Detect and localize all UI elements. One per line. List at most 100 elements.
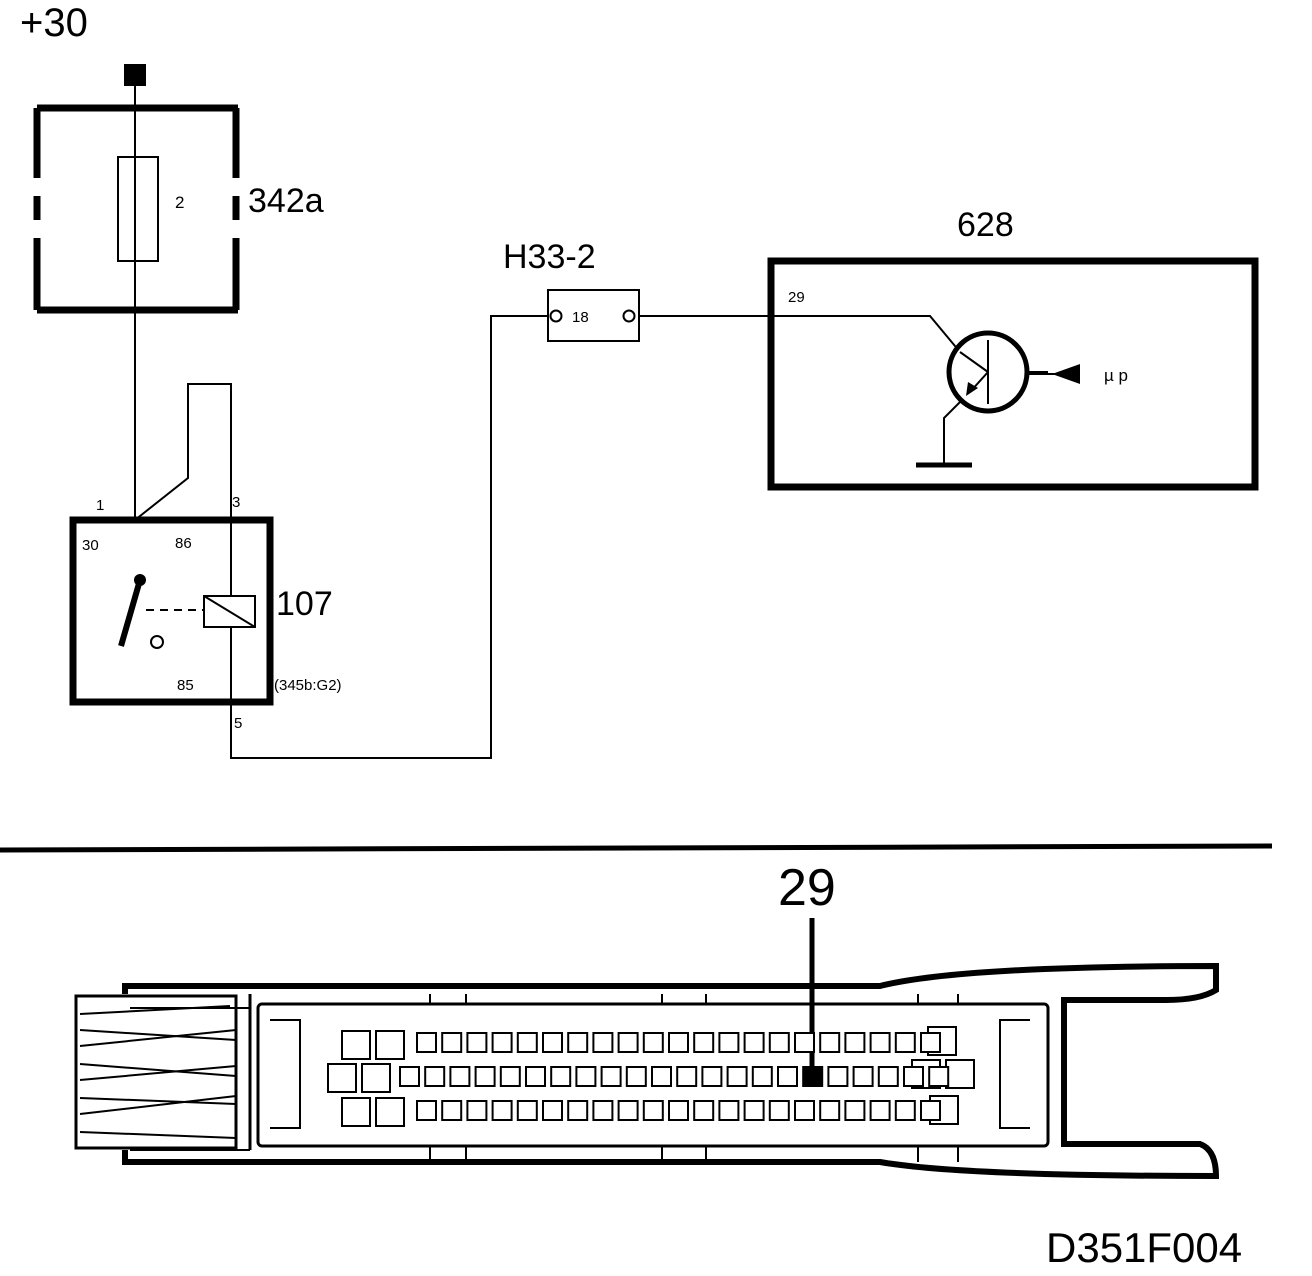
ecu-box (767, 257, 1259, 491)
ecu-connector-housing (74, 962, 1220, 1180)
connector-pin (525, 1066, 546, 1087)
connector-pin (726, 1066, 748, 1087)
connector-pin (751, 1066, 773, 1087)
connector-pin (516, 1100, 538, 1121)
relay-switch-arm (118, 579, 143, 647)
connector-pin-large (375, 1030, 405, 1060)
connector-pin (424, 1066, 446, 1087)
connector-pin (542, 1032, 563, 1053)
connector-pin-left (549, 309, 563, 323)
connector-pin (693, 1032, 715, 1053)
connector-pin (466, 1100, 488, 1121)
ecu-label: 628 (957, 206, 1014, 244)
fuse-element (117, 156, 159, 262)
connector-pin (592, 1100, 614, 1121)
connector-pin (718, 1032, 740, 1053)
connector-pin (441, 1032, 463, 1053)
connector-pin (693, 1100, 715, 1121)
connector-pin (575, 1066, 597, 1087)
connector-pin (642, 1100, 664, 1121)
connector-pin (819, 1032, 841, 1053)
relay-term-85-label: 85 (177, 677, 194, 694)
relay-term-30-label: 30 (82, 537, 99, 554)
relay-label: 107 (276, 585, 333, 623)
connector-pin (894, 1032, 916, 1053)
connector-pin (852, 1066, 874, 1087)
connector-pin (642, 1032, 664, 1053)
fuse-number-label: 2 (175, 193, 184, 212)
supply-label: +30 (20, 1, 88, 45)
connector-pin (416, 1100, 437, 1121)
connector-pin (920, 1032, 941, 1053)
connector-pin (827, 1066, 849, 1087)
connector-pin-large (375, 1097, 405, 1127)
connector-pin-large (341, 1030, 371, 1060)
connector-pin (567, 1032, 589, 1053)
connector-pin (894, 1100, 916, 1121)
connector-pin (516, 1032, 538, 1053)
connector-pin (499, 1066, 521, 1087)
connector-pin (794, 1100, 815, 1121)
signal-arrow-icon (1052, 364, 1080, 384)
connector-pin-large (341, 1097, 371, 1127)
connector-pin (676, 1066, 698, 1087)
connector-pin (474, 1066, 496, 1087)
relay-pin-5-label: 5 (234, 715, 242, 732)
connector-pin (777, 1066, 798, 1087)
ecu-pin-label: 29 (788, 289, 805, 306)
connector-pin (550, 1066, 572, 1087)
connector-pin (416, 1032, 437, 1053)
connector-pin (567, 1100, 589, 1121)
connector-pin (592, 1032, 614, 1053)
connector-pin-grid (327, 1026, 975, 1127)
connector-pin (625, 1066, 647, 1087)
emitter-arrow-icon (966, 382, 978, 396)
connector-pin-large (945, 1059, 975, 1089)
ecu-signal-label: µ p (1104, 366, 1128, 385)
connector-pin (491, 1032, 513, 1053)
connector-pin (718, 1100, 740, 1121)
connector-pin (466, 1032, 488, 1053)
connector-pin (651, 1066, 672, 1087)
connector-pin-large (361, 1063, 391, 1093)
connector-pin (877, 1066, 899, 1087)
connector-pin (743, 1100, 765, 1121)
connector-pin (819, 1100, 841, 1121)
relay-ref-label: (345b:G2) (274, 677, 342, 694)
connector-pin (903, 1066, 924, 1087)
drawing-id-label: D351F004 (1046, 1224, 1242, 1271)
connector-pin (701, 1066, 723, 1087)
connector-view-pin-label: 29 (778, 859, 836, 917)
connector-pin (844, 1100, 866, 1121)
connector-pin (600, 1066, 622, 1087)
connector-pin (617, 1032, 639, 1053)
connector-pin (869, 1032, 891, 1053)
connector-pin (743, 1032, 765, 1053)
section-divider (0, 843, 1273, 853)
connector-pin (794, 1032, 815, 1053)
connector-pin (668, 1032, 689, 1053)
connector-label: H33-2 (503, 238, 596, 276)
connector-pin (768, 1100, 790, 1121)
fuse-box (33, 104, 240, 314)
connector-pin-large (327, 1063, 357, 1093)
relay-box (69, 516, 274, 706)
connector-pin (491, 1100, 513, 1121)
connector-pin-highlighted (802, 1066, 824, 1087)
connector-pin (668, 1100, 689, 1121)
connector-pin (399, 1066, 420, 1087)
connector-pin (928, 1066, 950, 1087)
connector-pin (441, 1100, 463, 1121)
connector-pin (869, 1100, 891, 1121)
connector-pin-label: 18 (572, 309, 589, 326)
supply-terminal (124, 64, 146, 86)
connector-pin (542, 1100, 563, 1121)
relay-term-86-label: 86 (175, 535, 192, 552)
relay-pin-1-label: 1 (96, 497, 104, 514)
connector-pin-right (622, 309, 636, 323)
fuse-box-label: 342a (248, 182, 324, 220)
relay-pin-3-label: 3 (232, 494, 240, 511)
connector-pin (920, 1100, 941, 1121)
relay-switch-contact (150, 635, 164, 649)
